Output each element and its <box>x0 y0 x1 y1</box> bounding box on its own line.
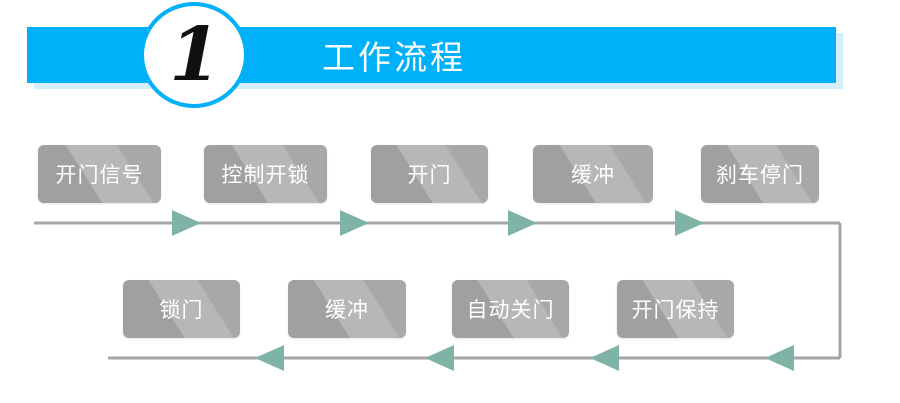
flow-node: 开门保持 <box>617 280 734 338</box>
header-banner: 1 工作流程 <box>0 0 900 110</box>
flow-node: 开门信号 <box>38 145 161 203</box>
flow-node-label: 自动关门 <box>466 298 555 322</box>
flow-connector-lines <box>34 210 842 371</box>
flow-node-label: 缓冲 <box>325 298 369 322</box>
flow-node-label: 锁门 <box>159 298 204 322</box>
flow-node-label: 开门信号 <box>55 163 144 187</box>
flow-arrowhead-left <box>765 345 794 371</box>
flow-node: 锁门 <box>123 280 240 338</box>
flow-node-label: 缓冲 <box>571 163 615 187</box>
flow-node: 开门 <box>371 145 488 203</box>
flow-node: 刹车停门 <box>701 145 819 203</box>
flow-arrowhead-left <box>425 345 454 371</box>
flow-node: 控制开锁 <box>204 145 327 203</box>
flow-node-label: 刹车停门 <box>716 163 804 187</box>
flow-arrowhead-right <box>172 210 201 236</box>
flow-arrowhead-left <box>590 345 619 371</box>
section-number-text: 1 <box>169 12 221 98</box>
flow-arrowhead-right <box>508 210 537 236</box>
flow-node: 缓冲 <box>533 145 653 203</box>
workflow-diagram: 开门信号控制开锁开门缓冲刹车停门 锁门缓冲自动关门开门保持 <box>0 110 900 403</box>
flow-node-label: 开门保持 <box>631 298 720 322</box>
flow-arrowhead-left <box>255 345 284 371</box>
flow-node: 自动关门 <box>452 280 569 338</box>
flow-node-label: 控制开锁 <box>221 163 310 187</box>
page-title: 工作流程 <box>322 38 466 77</box>
flow-node-label: 开门 <box>407 163 452 187</box>
flow-arrowhead-right <box>675 210 704 236</box>
flow-arrowhead-right <box>340 210 369 236</box>
flow-node: 缓冲 <box>288 280 406 338</box>
section-number-badge: 1 <box>140 2 248 108</box>
